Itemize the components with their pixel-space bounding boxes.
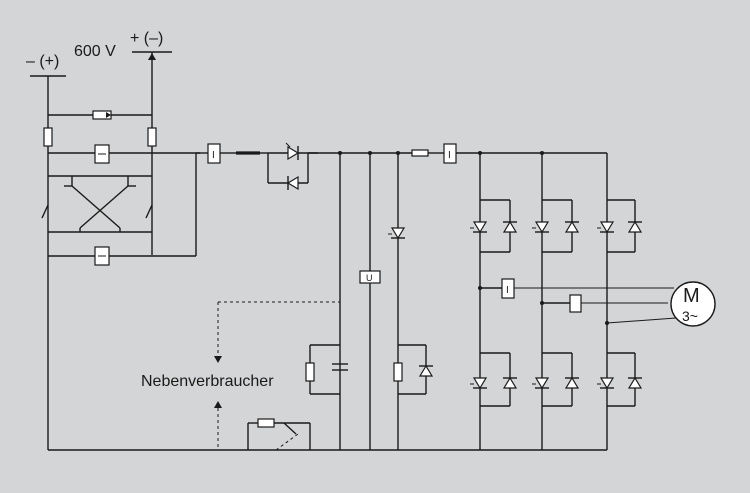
supply-voltage-label: 600 V	[74, 43, 116, 60]
input-line: I	[195, 143, 268, 256]
phase-current-sensor-1-mark: I	[506, 285, 509, 296]
bus-current-sensor-mark: I	[448, 150, 451, 161]
traction-motor: M 3~	[670, 281, 716, 327]
voltage-sensor-mark: U	[366, 273, 373, 283]
voltage-sensor-branch: U	[359, 153, 381, 450]
input-diode-group	[267, 142, 318, 191]
input-switch-network	[41, 110, 200, 266]
brake-chopper-branch	[388, 153, 434, 450]
fuse-right	[147, 127, 157, 147]
phase-current-sensor-2	[569, 294, 582, 313]
voltage-sensor	[359, 270, 381, 284]
input-current-sensor-mark: I	[212, 150, 215, 161]
input-thyristor	[287, 145, 300, 161]
dc-bus-top: I	[308, 143, 607, 164]
discharge-resistor	[305, 362, 315, 382]
input-diode	[286, 175, 299, 191]
bus-fuse	[411, 149, 429, 157]
chopper-thyristor	[390, 227, 406, 240]
motor-phase-label: 3~	[682, 308, 698, 324]
chopper-diode	[418, 364, 434, 377]
motor-letter: M	[683, 285, 700, 307]
aux-consumer-branch	[214, 301, 340, 450]
fuse-left	[43, 127, 53, 147]
precharge-branch	[247, 418, 311, 451]
supply-right-label: + (–)	[130, 30, 163, 47]
supply-left-label: – (+)	[26, 53, 59, 70]
precharge-resistor	[257, 418, 275, 428]
brake-resistor	[393, 362, 403, 382]
aux-consumer-label: Nebenverbraucher	[141, 373, 274, 390]
inverter-leg-2	[532, 153, 582, 450]
inverter-leg-1: I	[470, 153, 518, 450]
inverter-leg-3	[597, 153, 643, 450]
motor-phase-lines	[514, 287, 677, 324]
